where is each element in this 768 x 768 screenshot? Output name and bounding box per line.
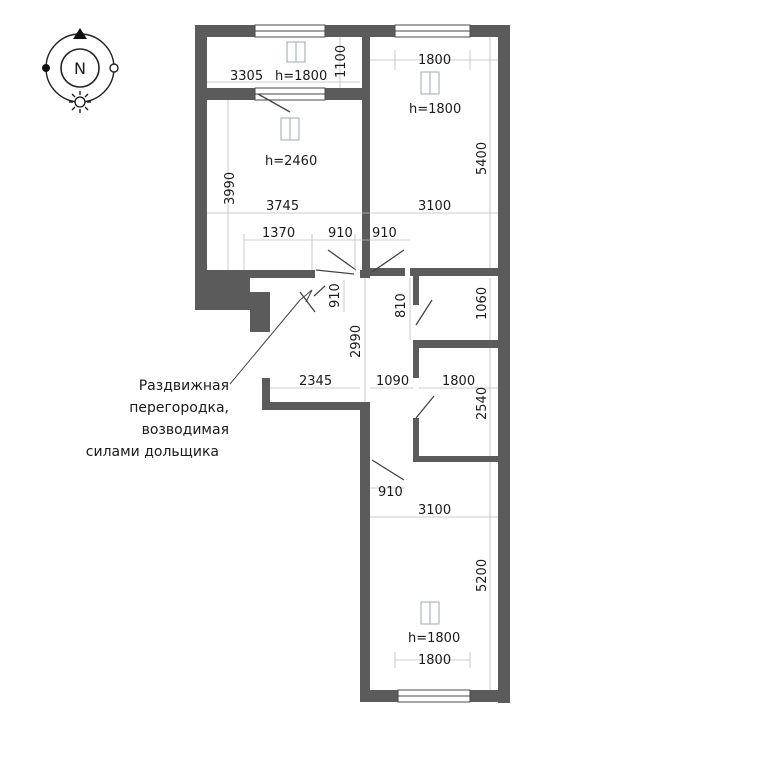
windows [254,24,471,703]
room1-window-icon [280,117,300,141]
walls [195,25,510,703]
dim-wc-depth: 1060 [475,287,490,320]
room3-window-icon [420,601,440,625]
dim-room3-window-height: h=1800 [408,631,460,646]
dim-room2-window-width: 1800 [418,53,451,68]
dim-bath-width: 1800 [442,374,475,389]
dim-room1-window-height: h=2460 [265,154,317,169]
dim-corridor-width: 1090 [376,374,409,389]
dim-door-room1-niche: 1370 [262,226,295,241]
dim-room1-width: 3745 [266,199,299,214]
dim-balcony-depth: 1100 [334,45,349,78]
note-line-3: возводимая [142,422,229,438]
window-icons [280,41,440,625]
dim-room3-depth: 5200 [475,559,490,592]
dim-hall-lower-width: 2345 [299,374,332,389]
dim-hall-length: 2990 [349,325,364,358]
sun-icon [69,91,91,113]
dimension-labels: 3305 h=1800 1100 1800 h=1800 5400 h=2460… [223,45,490,668]
doors [257,93,435,481]
dim-room3-window-width: 1800 [418,653,451,668]
dim-balcony-width: 3305 [230,69,263,84]
dim-balcony-window-height: h=1800 [275,69,327,84]
compass-east-marker [109,63,119,73]
dim-bath-depth: 2540 [475,387,490,420]
compass-west-marker [42,64,50,72]
note-line-2: перегородка, [129,400,229,416]
north-arrow-icon [73,28,87,39]
dim-door-room2: 910 [372,226,397,241]
sliding-partition-note: Раздвижная перегородка, возводимая силам… [86,289,313,460]
dim-door-room1: 910 [328,226,353,241]
dimension-lines [207,37,498,690]
dim-room2-width: 3100 [418,199,451,214]
note-line-4: силами дольщика [86,444,219,460]
dim-door-wc: 810 [394,293,409,318]
dim-room2-window-height: h=1800 [409,102,461,117]
dim-room2-depth: 5400 [475,142,490,175]
dim-door-entrance: 910 [328,283,343,308]
room2-window-icon [420,71,440,95]
dim-room1-depth: 3990 [223,172,238,205]
compass-center [60,48,100,88]
compass-north-label: N [74,59,86,78]
compass: N [42,28,119,113]
dim-room3-width: 3100 [418,503,451,518]
dim-door-room3: 910 [378,485,403,500]
note-line-1: Раздвижная [139,378,229,394]
balcony-window-icon [286,41,306,63]
